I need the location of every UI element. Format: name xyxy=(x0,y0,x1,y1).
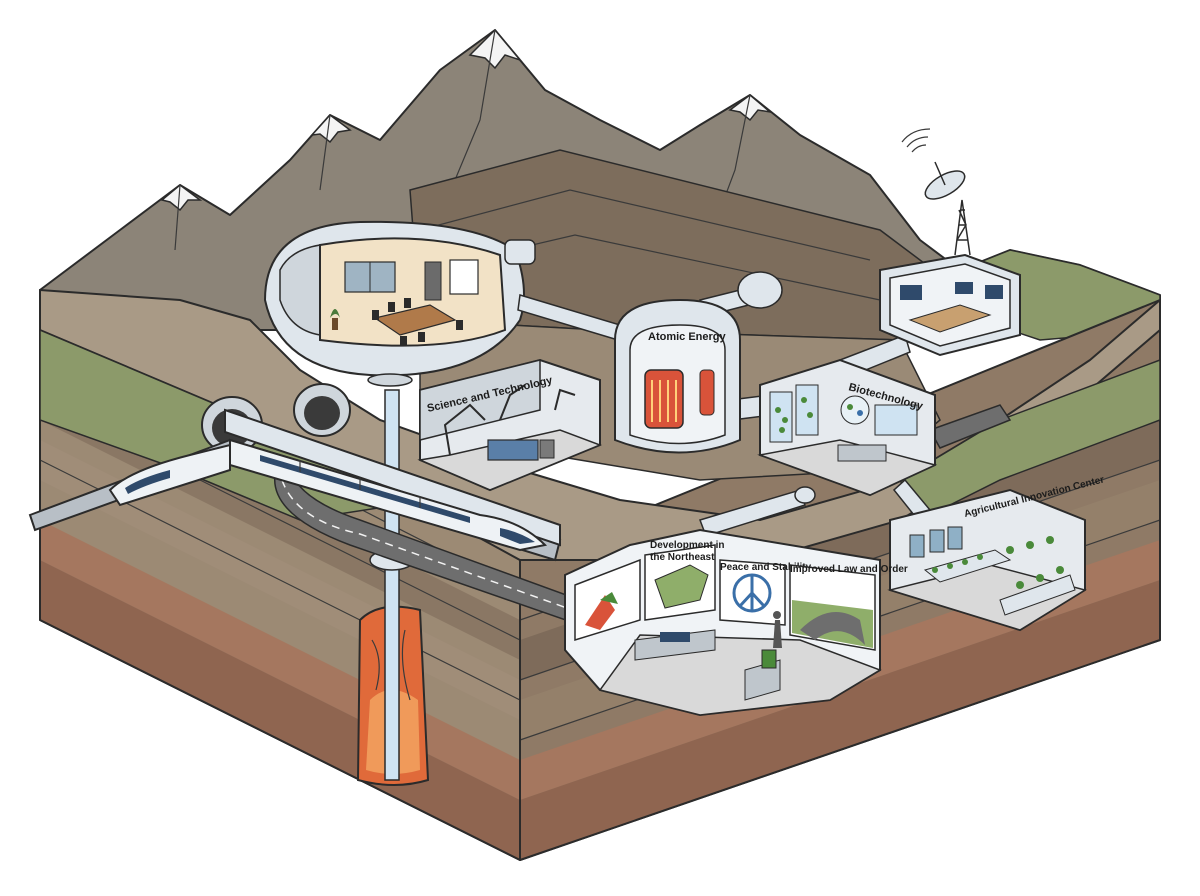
science-technology-lab: Science and Technology xyxy=(417,358,603,492)
exhibit-hall: Development in the Northeast Peace and S… xyxy=(564,528,908,717)
peace-stability-label: Peace and Stability xyxy=(720,562,812,573)
atomic-energy-label: Atomic Energy xyxy=(648,331,727,343)
law-order-label: Improved Law and Order xyxy=(790,564,908,575)
road-network xyxy=(274,404,1012,627)
maglev-train-line xyxy=(28,383,562,562)
atomic-energy-reactor: Atomic Energy xyxy=(614,298,741,454)
command-center xyxy=(879,128,1021,357)
conference-dome xyxy=(263,220,536,387)
peace-symbol-icon xyxy=(732,573,772,613)
biotechnology-lab: Biotechnology xyxy=(757,358,938,497)
northeast-label-1: Development in xyxy=(650,540,724,551)
northeast-label-2: the Northeast xyxy=(650,552,715,563)
map-icon xyxy=(654,564,709,609)
